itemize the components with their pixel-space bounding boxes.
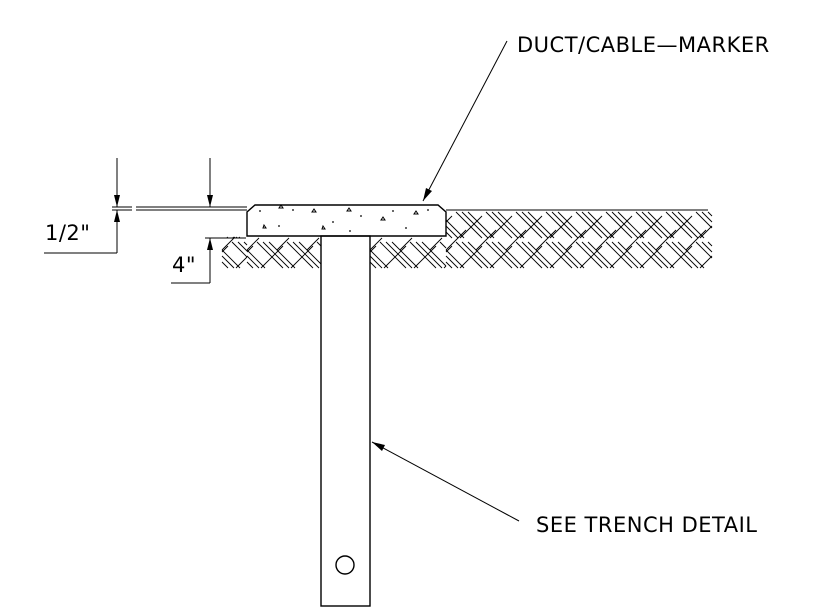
callout-see-trench-detail: SEE TRENCH DETAIL	[536, 513, 757, 537]
dim-label-four-inch: 4"	[172, 253, 196, 277]
dimension-four-inch: 4"	[171, 158, 246, 284]
dim-label-half-inch: 1/2"	[45, 221, 90, 245]
finished-grade	[136, 206, 708, 211]
soil-hatch	[221, 211, 713, 269]
concrete-marker	[246, 204, 447, 237]
callout-duct-cable-marker: DUCT/CABLE—MARKER	[517, 33, 770, 57]
post-hole	[335, 555, 355, 575]
concrete-aggregate	[262, 204, 419, 230]
dimension-half-inch: 1/2"	[44, 158, 132, 254]
leader-trench: SEE TRENCH DETAIL	[371, 441, 757, 537]
marker-post	[320, 235, 371, 607]
concrete-dots	[259, 209, 429, 232]
leader-marker: DUCT/CABLE—MARKER	[422, 33, 770, 202]
